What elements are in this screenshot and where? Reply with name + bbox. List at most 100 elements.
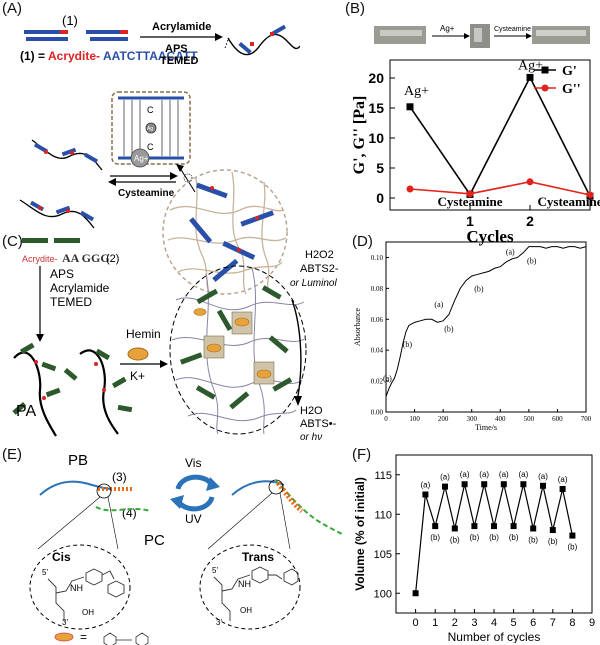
legend-marker [541,66,549,74]
photo-step-cysteamine: Cysteamine [494,26,531,33]
x-axis-label: Number of cycles [448,630,541,643]
complex-c-bottom: C [147,142,154,152]
hemin-label: Hemin [126,327,161,341]
point-label: (b) [528,535,538,544]
y-tick-label: 15 [368,100,384,116]
y-tick-label: 0.06 [371,316,384,324]
cis-5prime: 5' [42,568,48,577]
silver-ion-icon [145,122,157,134]
reagent-c-aps: APS [50,267,74,281]
data-point [491,523,497,530]
substrate-h2o2: H2O2 [305,249,334,261]
data-point-g-double-prime [526,178,534,186]
y-tick-label: 105 [374,549,392,561]
data-point [412,590,419,597]
panel-f-label: (F) [352,446,372,463]
point-label: (a) [440,473,450,482]
data-point [549,527,556,534]
annotation-cysteamine-2: Cysteamine [538,194,600,209]
panel-e-diagram: PB (3) (4) PC Vis UV Cis 5' NH OH 3' Tra… [29,452,345,645]
sequence-label: AATCTTAACATT [103,49,198,63]
data-point-g-double-prime [586,191,594,199]
point-label: (a) [538,472,548,481]
vis-label: Vis [185,456,201,470]
x-tick-label: 400 [495,415,506,423]
trans-3prime: 3' [216,618,222,627]
panel-c-diagram: Acrydite- AA GGG (2) APS Acrylamide TEME… [12,238,339,443]
reagent-c-temed: TEMED [50,295,92,309]
product-abts: ABTS•- [300,418,337,430]
y-tick-label: 5 [376,160,384,176]
substrate-abts: ABTS2- [300,263,339,275]
y-tick-label: 0 [376,190,384,206]
trans-structure [213,566,299,621]
y-tick-label: 0.08 [371,285,384,293]
data-point [432,523,439,530]
x-tick-label: 600 [552,415,563,423]
curve-annotation: (b) [527,257,537,266]
azobenzene-icon [54,632,74,642]
reagent-acrylamide: Acrylamide [152,21,211,33]
cis-label: Cis [52,550,71,564]
x-tick-label: 7 [550,617,556,629]
uv-arrow [175,496,215,512]
x-axis-label: Time/s [475,423,497,432]
data-point [451,525,458,532]
cis-structure [47,568,125,621]
pc-label: PC [144,532,165,549]
x-tick-label: 0 [413,617,419,629]
point-label: (b) [450,535,460,544]
curve-annotation: (b) [403,340,413,349]
sequence-label-c: AA GGG [62,251,110,265]
substrate-luminol: or Luminol [290,278,337,289]
panel-b-label: (B) [345,0,365,17]
g-rich-strands [22,238,80,243]
legend-entry: G'' [562,82,581,97]
y-axis-label: Volume (% of initial) [353,477,367,591]
polymer-chain-1 [31,139,103,171]
y-tick-label: 0.02 [371,378,384,386]
strand4-label: (4) [122,506,137,520]
product-light: or hν [300,432,322,443]
x-tick-label: 1 [432,617,438,629]
legend-entry: G' [562,64,577,79]
point-label: (b) [509,533,519,542]
series-line-g-prime [409,75,591,197]
data-point [569,532,576,539]
reagent-aps: APS [165,43,188,55]
point-label: (a) [460,470,470,479]
data-point [481,481,488,488]
trans-oh: OH [240,606,252,615]
panel-a-diagram: (1) (1) = Acrydite- AATCTTAACATT Acrylam… [19,13,300,295]
y-tick-label: 100 [374,588,392,600]
x-tick-label: 6 [530,617,536,629]
y-tick-label: 110 [374,509,392,521]
cis-3prime: 3' [62,618,68,627]
strand3-label: (3) [112,470,127,484]
point-label: (a) [519,470,529,479]
panel-e-label: (E) [2,446,22,463]
data-point [442,483,448,490]
complex-ag: Ag [147,126,153,132]
acrydite-label-c: Acrydite- [22,254,58,264]
point-label: (a) [479,470,489,479]
point-label: (b) [430,533,440,542]
acrydite-label: Acrydite- [48,49,100,63]
data-point-g-prime [406,103,414,111]
x-tick-label: 2 [452,617,458,629]
hydrogel-network [162,169,288,295]
ag-ion-label: Ag+ [134,154,149,163]
cis-zoom-circle [29,544,131,630]
polymer-chain-2 [19,199,95,229]
pa-label: PA [16,403,36,420]
curve-annotation: (a) [383,374,392,383]
data-point [540,482,546,489]
data-point-g-double-prime [406,185,414,193]
x-tick-label: 0 [384,415,388,423]
x-tick-label: 700 [581,415,592,423]
panel-a-label: (A) [2,0,22,17]
complex-zoom-box [111,91,191,165]
